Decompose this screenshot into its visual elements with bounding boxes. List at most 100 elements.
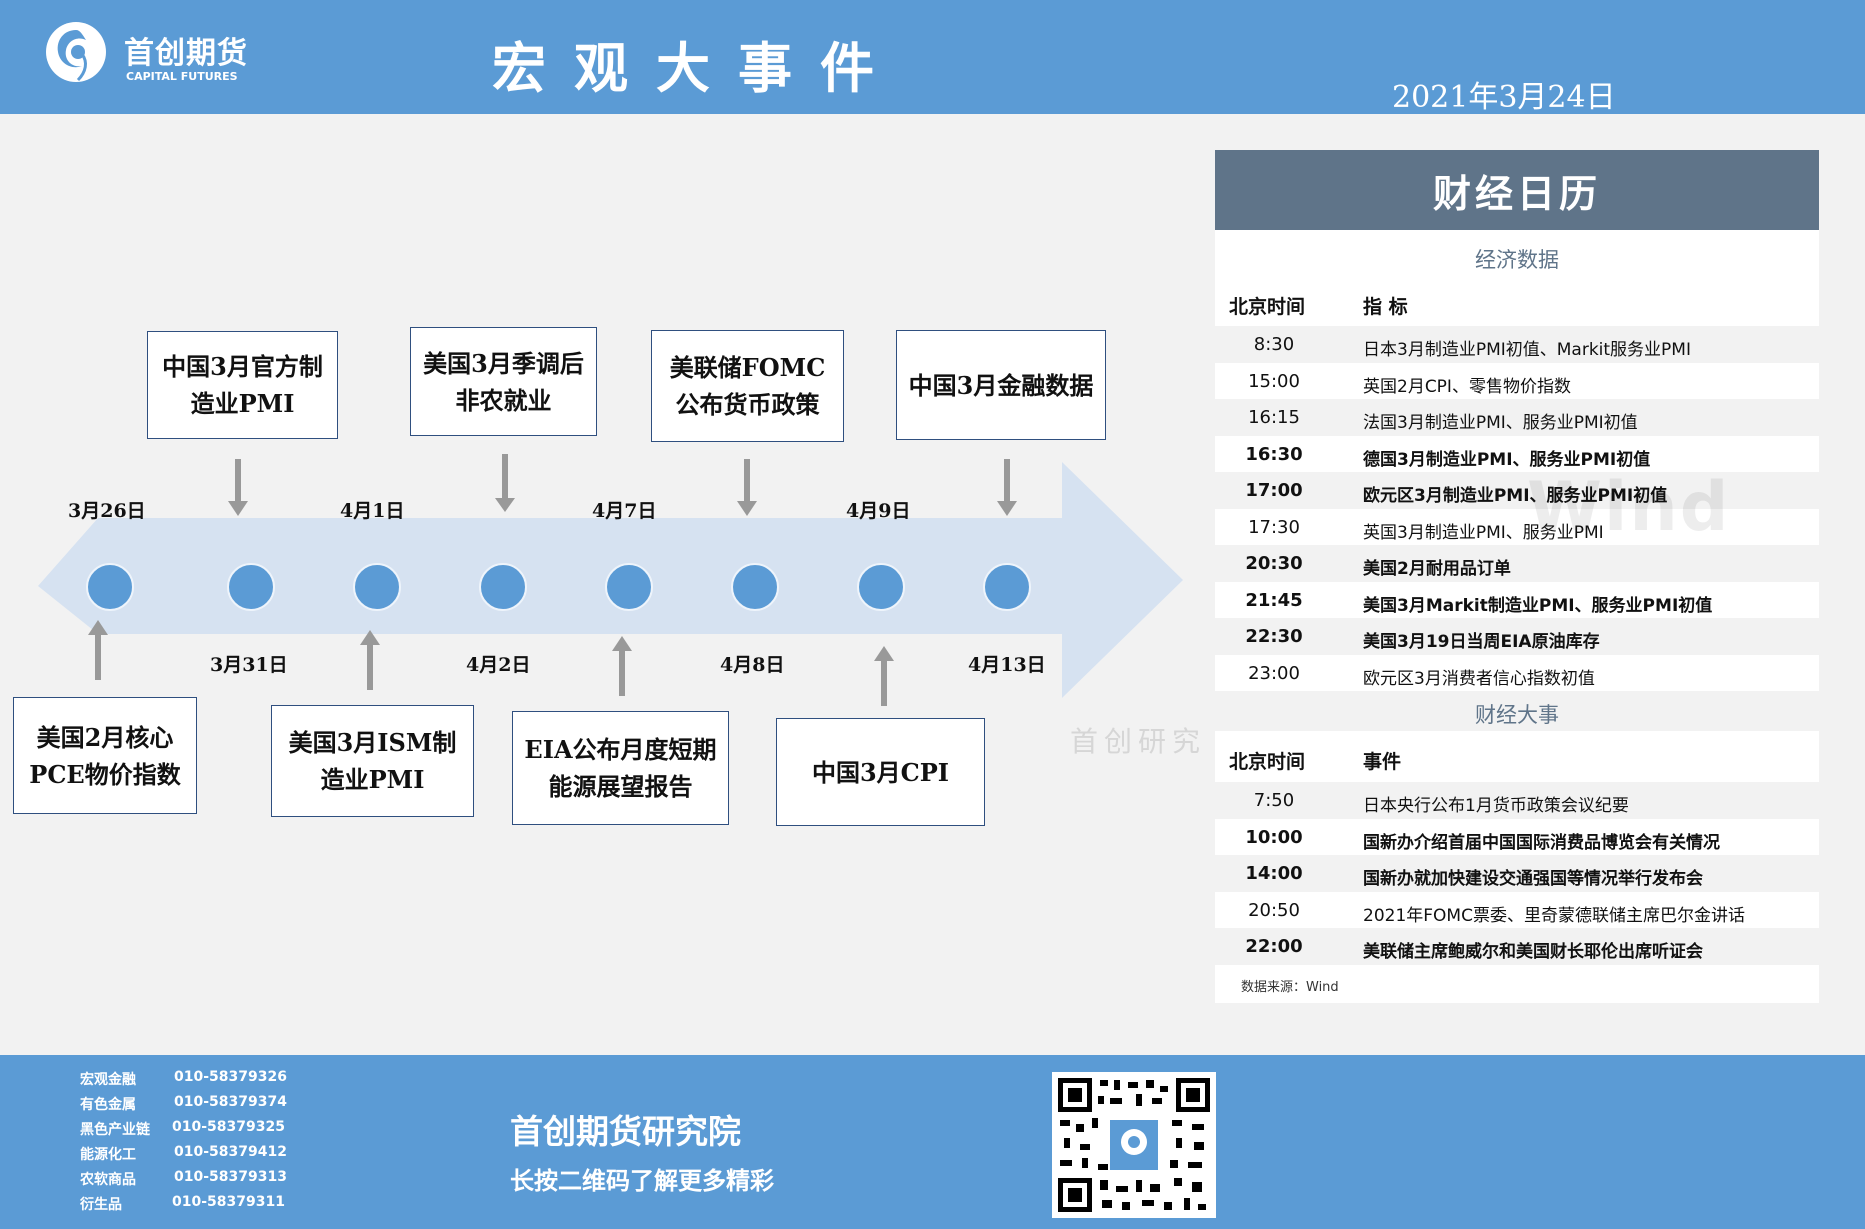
contact-line: 农软商品 010-58379313 bbox=[80, 1169, 287, 1189]
qr-code[interactable] bbox=[1052, 1072, 1216, 1218]
timeline-dot bbox=[353, 563, 401, 611]
watermark-text: 首创研究 bbox=[1070, 725, 1207, 758]
data-source-note: 数据来源：Wind bbox=[1241, 980, 1339, 995]
timeline-date: 4月2日 bbox=[466, 654, 531, 676]
contact-phone: 010-58379374 bbox=[174, 1094, 287, 1110]
timeline-dot bbox=[857, 563, 905, 611]
contact-phone: 010-58379311 bbox=[172, 1194, 285, 1210]
timeline-dots bbox=[86, 563, 1031, 611]
events-col-item: 事件 bbox=[1363, 751, 1402, 773]
row-time: 8:30 bbox=[1253, 334, 1295, 355]
event-box-bottom: 美国3月ISM制造业PMI bbox=[271, 705, 474, 817]
timeline-dot bbox=[227, 563, 275, 611]
event-box-top: 美联储FOMC公布货币政策 bbox=[651, 330, 844, 442]
timeline-date: 4月1日 bbox=[340, 500, 405, 522]
econ-data-section-title: 经济数据 bbox=[1475, 248, 1559, 272]
timeline-dot bbox=[86, 563, 134, 611]
page-header: 首创期货 CAPITAL FUTURES 宏观大事件 2021年3月24日 bbox=[0, 0, 1865, 115]
row-time: 23:00 bbox=[1248, 662, 1300, 684]
report-date: 2021年3月24日 bbox=[1392, 80, 1616, 115]
contact-line: 有色金属 010-58379374 bbox=[80, 1094, 287, 1114]
contact-dept: 有色金属 bbox=[80, 1097, 136, 1113]
row-item: 美国2月耐用品订单 bbox=[1363, 559, 1511, 579]
row-item: 国新办介绍首届中国国际消费品博览会有关情况 bbox=[1363, 832, 1720, 853]
row-time: 7:50 bbox=[1253, 790, 1295, 811]
row-item: 日本3月制造业PMI初值、Markit服务业PMI bbox=[1363, 340, 1691, 360]
row-time: 16:15 bbox=[1248, 407, 1300, 428]
econ-row: 20:30 美国2月耐用品订单 bbox=[1215, 545, 1819, 582]
event-box-bottom: 中国3月CPI bbox=[776, 718, 985, 826]
timeline-dot bbox=[731, 563, 779, 611]
contact-line: 宏观金融 010-58379326 bbox=[80, 1069, 287, 1089]
events-section-band: 财经大事 bbox=[1215, 691, 1819, 731]
event-row: 14:00 国新办就加快建设交通强国等情况举行发布会 bbox=[1215, 855, 1819, 892]
contact-dept: 黑色产业链 bbox=[80, 1122, 150, 1138]
contact-dept: 宏观金融 bbox=[80, 1072, 136, 1088]
row-item: 美联储主席鲍威尔和美国财长耶伦出席听证会 bbox=[1363, 942, 1703, 962]
logo-text-cn: 首创期货 bbox=[124, 36, 248, 71]
econ-row: 17:00 欧元区3月制造业PMI、服务业PMI初值 bbox=[1215, 472, 1819, 509]
event-box-top: 中国3月官方制造业PMI bbox=[147, 331, 338, 439]
row-time: 20:30 bbox=[1245, 553, 1303, 574]
logo-emblem-icon bbox=[46, 22, 106, 82]
row-time: 22:30 bbox=[1245, 626, 1303, 647]
contact-dept: 能源化工 bbox=[80, 1147, 136, 1163]
calendar-title: 财经日历 bbox=[1215, 150, 1819, 230]
row-time: 21:45 bbox=[1245, 589, 1303, 611]
event-row: 10:00 国新办介绍首届中国国际消费品博览会有关情况 bbox=[1215, 819, 1819, 856]
finance-calendar-panel: 财经日历 经济数据 北京时间 指 标 8:30 日本3月制造业PMI初值、Mar… bbox=[1215, 150, 1819, 1003]
down-arrows bbox=[228, 454, 1017, 516]
timeline-graphic bbox=[38, 454, 1183, 706]
timeline-dot bbox=[983, 563, 1031, 611]
row-time: 14:00 bbox=[1245, 863, 1303, 884]
event-box-top: 中国3月金融数据 bbox=[896, 330, 1106, 440]
logo-text-en: CAPITAL FUTURES bbox=[126, 70, 238, 83]
event-box-top: 美国3月季调后非农就业 bbox=[410, 327, 597, 436]
contact-phone: 010-58379313 bbox=[174, 1169, 287, 1185]
row-time: 10:00 bbox=[1245, 826, 1303, 848]
timeline-date: 4月8日 bbox=[720, 654, 785, 676]
row-item: 欧元区3月消费者信心指数初值 bbox=[1363, 668, 1595, 689]
row-time: 15:00 bbox=[1248, 370, 1300, 392]
row-item: 日本央行公布1月货币政策会议纪要 bbox=[1363, 796, 1629, 816]
row-item: 英国3月制造业PMI、服务业PMI bbox=[1363, 522, 1604, 543]
up-arrows bbox=[88, 620, 894, 706]
row-item: 法国3月制造业PMI、服务业PMI初值 bbox=[1363, 413, 1638, 433]
econ-col-item: 指 标 bbox=[1363, 296, 1408, 318]
timeline-date: 4月13日 bbox=[968, 654, 1046, 676]
footer-subtitle: 长按二维码了解更多精彩 bbox=[510, 1167, 774, 1195]
row-item: 国新办就加快建设交通强国等情况举行发布会 bbox=[1363, 869, 1703, 889]
row-item: 德国3月制造业PMI、服务业PMI初值 bbox=[1363, 449, 1651, 470]
row-item: 欧元区3月制造业PMI、服务业PMI初值 bbox=[1363, 486, 1668, 506]
econ-row: 16:15 法国3月制造业PMI、服务业PMI初值 bbox=[1215, 399, 1819, 436]
contact-dept: 农软商品 bbox=[80, 1172, 136, 1188]
econ-col-time: 北京时间 bbox=[1229, 296, 1306, 318]
row-time: 17:30 bbox=[1248, 516, 1300, 538]
row-time: 22:00 bbox=[1245, 936, 1303, 957]
econ-row: 16:30 德国3月制造业PMI、服务业PMI初值 bbox=[1215, 436, 1819, 473]
timeline-dot bbox=[479, 563, 527, 611]
contact-phone: 010-58379326 bbox=[174, 1069, 287, 1085]
event-box-bottom: EIA公布月度短期能源展望报告 bbox=[512, 711, 729, 825]
timeline-dot bbox=[605, 563, 653, 611]
contact-dept: 衍生品 bbox=[80, 1197, 122, 1213]
contact-line: 衍生品 010-58379311 bbox=[80, 1194, 285, 1214]
contact-phone: 010-58379412 bbox=[174, 1144, 287, 1160]
company-logo: 首创期货 CAPITAL FUTURES bbox=[42, 14, 252, 90]
timeline-date: 4月9日 bbox=[846, 500, 911, 522]
page-title: 宏观大事件 bbox=[492, 36, 902, 100]
event-row: 22:00 美联储主席鲍威尔和美国财长耶伦出席听证会 bbox=[1215, 928, 1819, 965]
events-section-title: 财经大事 bbox=[1475, 703, 1559, 727]
econ-row: 17:30 英国3月制造业PMI、服务业PMI bbox=[1215, 509, 1819, 546]
econ-row: 22:30 美国3月19日当周EIA原油库存 bbox=[1215, 618, 1819, 655]
contact-line: 能源化工 010-58379412 bbox=[80, 1144, 287, 1164]
econ-row: 21:45 美国3月Markit制造业PMI、服务业PMI初值 bbox=[1215, 582, 1819, 619]
econ-row: 15:00 英国2月CPI、零售物价指数 bbox=[1215, 363, 1819, 400]
event-box-bottom: 美国2月核心PCE物价指数 bbox=[13, 697, 197, 814]
event-row: 7:50 日本央行公布1月货币政策会议纪要 bbox=[1215, 782, 1819, 819]
event-row: 20:50 2021年FOMC票委、里奇蒙德联储主席巴尔金讲话 bbox=[1215, 892, 1819, 929]
row-item: 2021年FOMC票委、里奇蒙德联储主席巴尔金讲话 bbox=[1363, 905, 1745, 926]
timeline-date: 3月26日 bbox=[68, 500, 146, 522]
econ-row: 23:00 欧元区3月消费者信心指数初值 bbox=[1215, 655, 1819, 692]
contact-line: 黑色产业链 010-58379325 bbox=[80, 1119, 285, 1139]
